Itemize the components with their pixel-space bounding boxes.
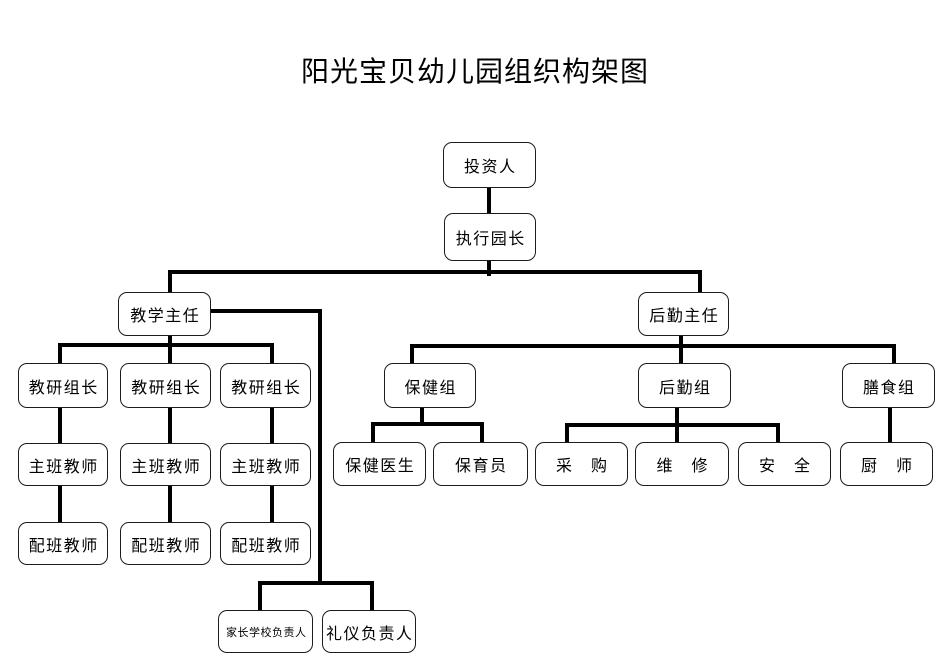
edge-teaching-side-branch (209, 309, 322, 585)
node-head-teacher-1: 主班教师 (18, 443, 108, 486)
node-research-leader-2: 教研组长 (120, 363, 211, 408)
edge-health-fork (371, 422, 484, 444)
node-logistics-director: 后勤主任 (638, 292, 729, 336)
node-security: 安 全 (738, 442, 831, 486)
node-assistant-teacher-2: 配班教师 (120, 522, 211, 565)
node-assistant-teacher-3: 配班教师 (220, 522, 311, 565)
node-research-leader-3: 教研组长 (220, 363, 311, 408)
node-logistics-group: 后勤组 (638, 363, 731, 408)
node-head-teacher-3: 主班教师 (220, 443, 311, 486)
node-health-doctor: 保健医生 (333, 442, 426, 486)
node-executive-principal: 执行园长 (444, 213, 536, 261)
edge-columns (58, 405, 274, 524)
node-health-group: 保健组 (384, 363, 476, 408)
edge-teaching-research-fork (58, 343, 274, 365)
node-maintenance: 维 修 (635, 442, 729, 486)
node-etiquette-leader: 礼仪负责人 (322, 610, 416, 653)
edge-logistics-groups-fork (410, 344, 896, 365)
edge-principal-directors (168, 270, 702, 294)
node-teaching-director: 教学主任 (118, 292, 211, 336)
node-childcare-worker: 保育员 (433, 442, 528, 486)
node-head-teacher-2: 主班教师 (120, 443, 211, 486)
node-assistant-teacher-1: 配班教师 (18, 522, 108, 565)
node-parent-school-leader: 家长学校负责人 (218, 610, 313, 653)
node-chef: 厨 师 (840, 442, 933, 486)
edge-bottom-fork (258, 581, 374, 612)
node-investor: 投资人 (443, 142, 536, 188)
node-research-leader-1: 教研组长 (18, 363, 108, 408)
edge-logisticsgroup-fork (565, 423, 780, 444)
node-meal-group: 膳食组 (842, 363, 935, 408)
chart-title: 阳光宝贝幼儿园组织构架图 (300, 57, 649, 88)
node-procurement: 采 购 (535, 442, 628, 486)
